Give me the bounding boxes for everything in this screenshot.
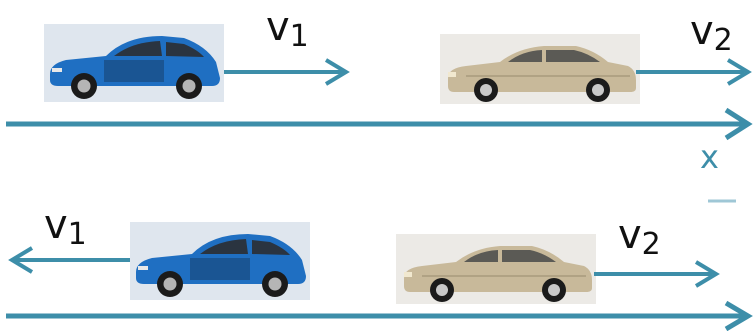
velocity-subscript: 1 xyxy=(290,19,309,54)
velocity-subscript: 2 xyxy=(714,23,733,58)
velocity-arrow-v2-bottom xyxy=(594,260,720,288)
velocity-subscript: 2 xyxy=(642,227,661,262)
x-axis-bottom xyxy=(6,300,753,331)
velocity-label-v1-top: v1 xyxy=(266,4,309,54)
blue-hatchback-car-icon xyxy=(130,222,310,300)
velocity-subscript: 1 xyxy=(68,217,87,252)
velocity-label-v2-bottom: v2 xyxy=(618,212,661,262)
velocity-label-v2-top: v2 xyxy=(690,8,733,58)
velocity-arrow-v2-top xyxy=(636,58,752,86)
velocity-label-v1-bottom: v1 xyxy=(44,202,87,252)
velocity-arrow-v1-top xyxy=(224,58,350,86)
velocity-arrow-v1-bottom xyxy=(8,246,132,274)
velocity-symbol: v xyxy=(618,212,642,258)
blue-hatchback-car-icon xyxy=(44,24,224,102)
beige-sedan-car-icon xyxy=(395,233,597,305)
velocity-symbol: v xyxy=(690,8,714,54)
velocity-symbol: v xyxy=(266,4,290,50)
x-axis-label: x xyxy=(700,138,719,176)
beige-sedan-car-icon xyxy=(439,33,641,105)
velocity-symbol: v xyxy=(44,202,68,248)
x-axis-top xyxy=(6,107,753,141)
